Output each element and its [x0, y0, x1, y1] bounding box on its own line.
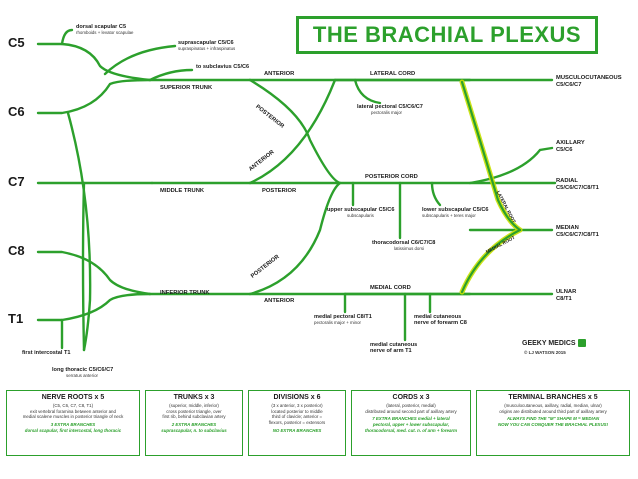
root-c6-label: C6 — [8, 104, 25, 119]
superior-posterior-div — [248, 78, 342, 185]
summary-extra: 3 EXTRA BRANCHES dorsal scapular, first … — [24, 422, 122, 433]
division-anterior-inf: ANTERIOR — [264, 298, 295, 304]
title-box: THE BRACHIAL PLEXUS — [296, 16, 598, 54]
medial-cord-label: MEDIAL CORD — [370, 285, 411, 291]
summary-extra: ALWAYS FIND THE "M" SHAPE M = MEDIAN NOW… — [497, 416, 609, 428]
summary-box-divisions: DIVISIONS x 6 (3 x anterior, 3 x posteri… — [248, 390, 346, 456]
axillary-line — [468, 146, 554, 185]
middle-anterior-div — [248, 78, 337, 185]
inferior-posterior-div — [248, 181, 342, 296]
first-intercostal-label: first intercostal T1 — [22, 350, 71, 356]
subclavius-line — [148, 68, 194, 82]
subclavius-label: to subclavius C5/C6 — [196, 64, 250, 70]
lateral-cord-label: LATERAL CORD — [370, 71, 416, 77]
summary-desc: (3 x anterior, 3 x posterior) located po… — [268, 403, 326, 426]
medial-cut-forearm-label: medial cutaneous nerve of forearm C8 — [414, 314, 467, 327]
dorsal-scapular-line — [60, 28, 74, 46]
root-t1-label: T1 — [8, 311, 24, 326]
summary-box-cords: CORDS x 3 (lateral, posterior, medial) d… — [351, 390, 471, 456]
root-c6-line — [36, 78, 152, 115]
lower-subscapular-line — [430, 181, 442, 207]
posterior-cord-label: POSTERIOR CORD — [365, 174, 418, 180]
summary-heading: NERVE ROOTS x 5 — [41, 394, 105, 401]
page-title: THE BRACHIAL PLEXUS — [312, 22, 582, 47]
summary-box-roots: NERVE ROOTS x 5 (C5, C6, C7, C8, T1) exi… — [6, 390, 140, 456]
middle-trunk-label: MIDDLE TRUNK — [160, 188, 205, 194]
division-anterior-sup: ANTERIOR — [264, 71, 295, 77]
summary-desc: (musculocutaneous, axillary, radial, med… — [499, 403, 607, 414]
summary-desc: (lateral, posterior, medial) distributed… — [365, 403, 457, 414]
root-c5-line — [36, 42, 152, 82]
medial-cut-arm-label: medial cutaneous nerve of arm T1 — [370, 342, 418, 355]
inferior-trunk-label: INFERIOR TRUNK — [160, 290, 210, 296]
summary-heading: CORDS x 3 — [392, 394, 430, 401]
summary-box-terminal: TERMINAL BRANCHES x 5 (musculocutaneous,… — [476, 390, 630, 456]
long-thoracic-line — [66, 111, 92, 352]
root-t1-line — [36, 292, 152, 322]
superior-trunk-label: SUPERIOR TRUNK — [160, 85, 213, 91]
root-c7-label: C7 — [8, 174, 25, 189]
lateral-pectoral-line — [353, 78, 382, 105]
root-c5-label: C5 — [8, 35, 25, 50]
summary-heading: TRUNKS x 3 — [173, 394, 215, 401]
division-posterior-mid: POSTERIOR — [262, 188, 297, 194]
root-c8-line — [36, 250, 152, 296]
summary-extra: 7 EXTRA BRANCHES medial + lateral pector… — [364, 416, 458, 433]
summary-desc: (superior, middle, inferior) cross poste… — [162, 403, 226, 420]
geeky-medics-logo: GEEKY MEDICS — [522, 339, 586, 347]
summary-heading: DIVISIONS x 6 — [273, 394, 321, 401]
suprascapular-line — [103, 44, 177, 76]
root-c8-label: C8 — [8, 243, 25, 258]
summary-heading: TERMINAL BRANCHES x 5 — [508, 394, 598, 401]
long-thoracic-c7 — [81, 181, 86, 352]
summary-extra: 2 EXTRA BRANCHES suprascapular, n. to su… — [161, 422, 227, 433]
summary-extra: NO EXTRA BRANCHES — [272, 427, 322, 433]
summary-box-trunks: TRUNKS x 3 (superior, middle, inferior) … — [145, 390, 243, 456]
logo-icon — [577, 339, 586, 347]
author-credit: © LJ WATSON 2015 — [524, 350, 566, 355]
summary-desc: (C5, C6, C7, C8, T1) exit vertebral fora… — [22, 403, 124, 420]
